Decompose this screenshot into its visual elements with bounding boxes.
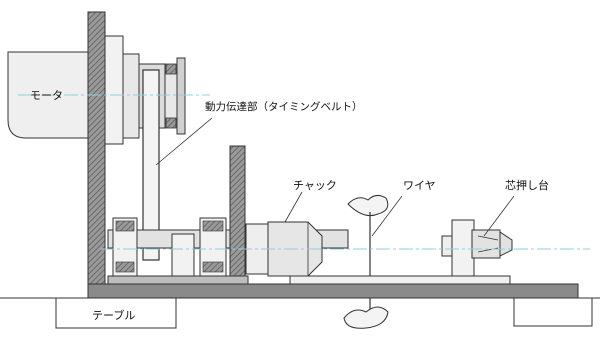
tailstock-label: 芯押し台	[505, 178, 549, 192]
motor-label: モータ	[30, 89, 63, 102]
table-label: テーブル	[92, 308, 135, 322]
machine-bed	[87, 275, 579, 299]
tailstock-leader	[483, 195, 515, 237]
wire-label: ワイヤ	[403, 179, 436, 192]
left-vertical-plate	[87, 11, 106, 285]
tailstock	[441, 219, 513, 285]
wire-leader	[371, 195, 403, 237]
power-transmission-leader	[155, 117, 213, 166]
power-transmission-label: 動力伝達部（タイミングベルト）	[205, 100, 363, 113]
chuck-label: チャック	[293, 179, 337, 192]
middle-vertical-column	[229, 145, 246, 285]
wire	[343, 194, 389, 329]
chuck-leader	[284, 191, 303, 223]
table	[0, 297, 600, 329]
timing-belt	[142, 69, 160, 261]
